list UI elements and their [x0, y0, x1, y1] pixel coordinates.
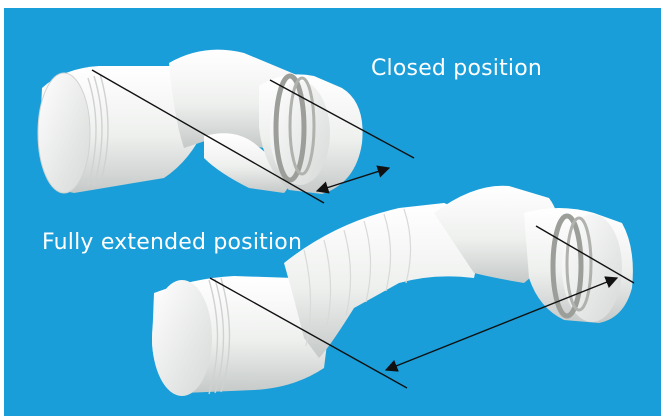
caption-fully-extended-position: Fully extended position — [42, 230, 302, 255]
closed-pipe — [38, 50, 363, 194]
caption-closed-position: Closed position — [371, 56, 542, 81]
extended-pipe — [152, 186, 633, 396]
illustration-panel: Closed position Fully extended position — [4, 8, 661, 416]
pipe-illustration — [4, 8, 661, 416]
